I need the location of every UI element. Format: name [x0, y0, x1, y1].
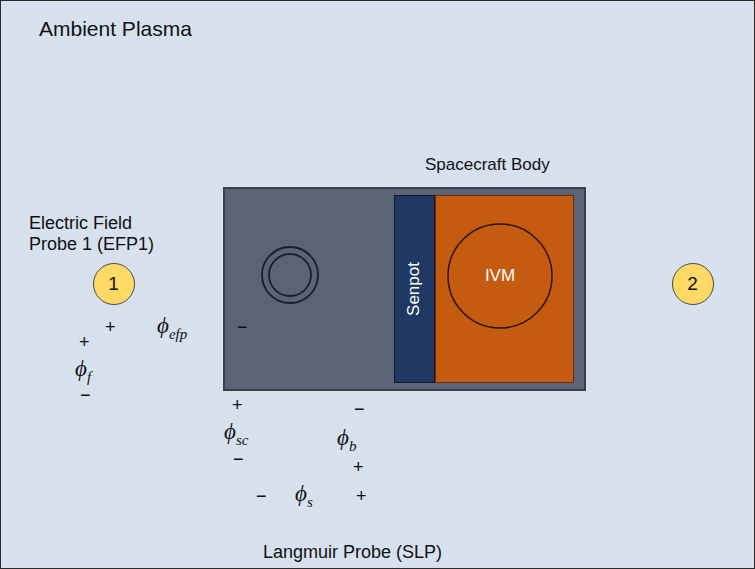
potential-symbol: ϕf	[75, 356, 91, 386]
polarity-sign: +	[105, 317, 116, 338]
potential-symbol: ϕsc	[224, 419, 248, 449]
potential-symbol: ϕs	[295, 481, 313, 511]
spacecraft-body: SenpotIVMSpacecraft Body	[223, 187, 586, 391]
electric-field-probe: 1	[93, 263, 135, 305]
polarity-sign: +	[232, 395, 243, 416]
ivm-aperture	[436, 196, 572, 381]
polarity-sign: −	[256, 486, 267, 507]
node-label: Spacecraft Body	[425, 155, 550, 175]
part-label: Langmuir Probe (SLP)	[263, 542, 442, 563]
node-label: IVM	[485, 266, 515, 286]
polarity-sign: +	[353, 457, 364, 478]
senpot-band: Senpot	[394, 195, 435, 383]
part-label: Electric Field Probe 1 (EFP1)	[29, 213, 169, 254]
polarity-sign: −	[354, 399, 365, 420]
node-label: 2	[687, 273, 698, 295]
ivm-circle	[448, 224, 552, 328]
polarity-sign: +	[79, 332, 90, 353]
polarity-sign: −	[237, 317, 248, 338]
aperture-ring	[269, 254, 311, 296]
electric-field-probe: 2	[672, 263, 714, 305]
polarity-sign: +	[356, 486, 367, 507]
node-label: 1	[108, 273, 119, 295]
potential-symbol: ϕb	[337, 425, 356, 455]
potential-symbol: ϕefp	[157, 313, 187, 343]
node-label: Ambient Plasma	[39, 17, 192, 41]
polarity-sign: −	[80, 385, 91, 406]
polarity-sign: −	[233, 449, 244, 470]
ivm-box: IVM	[435, 195, 574, 383]
aperture-ring	[262, 247, 318, 303]
node-label: Senpot	[404, 262, 424, 316]
